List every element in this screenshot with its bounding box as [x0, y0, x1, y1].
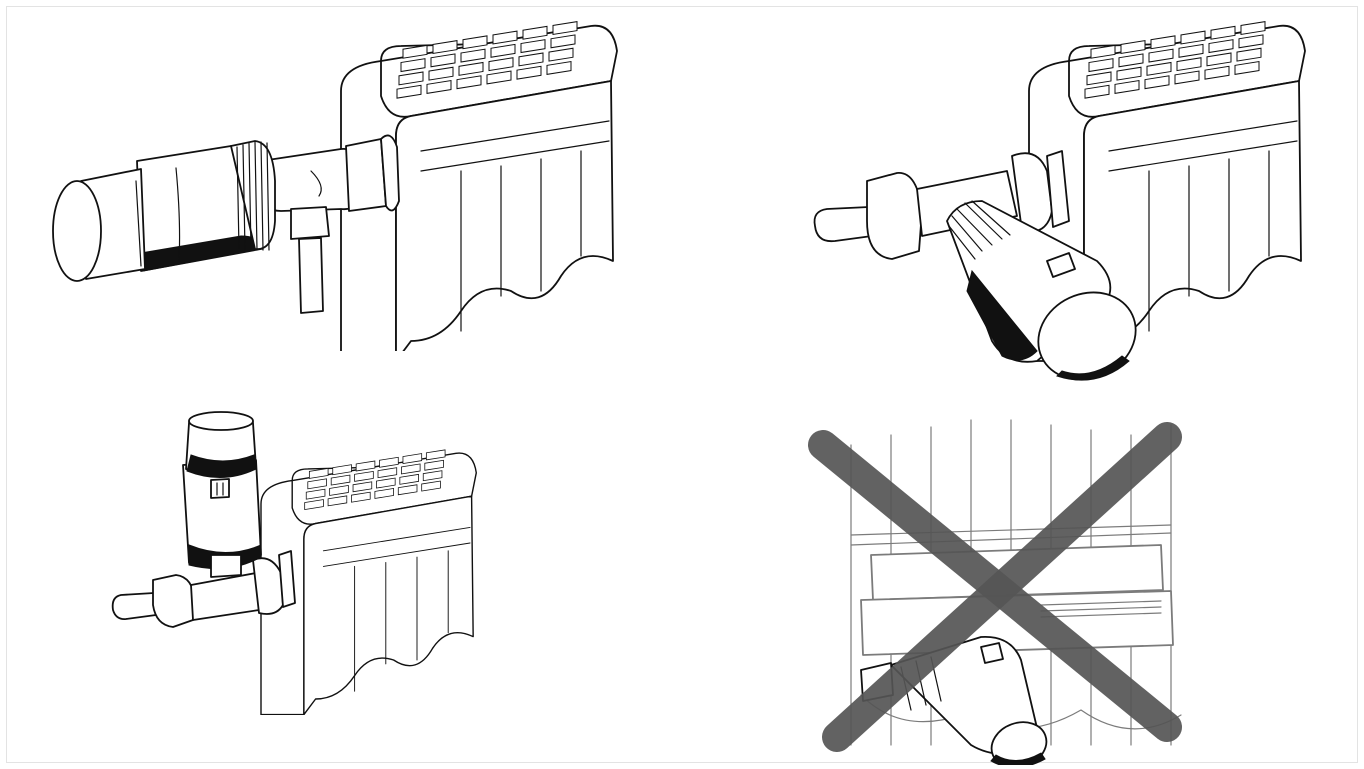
panel-valve-vertical-head: [111, 405, 491, 715]
cross-icon: [808, 422, 1182, 752]
valve-body: [111, 550, 296, 628]
thermostatic-head: [946, 200, 1137, 381]
panel-valve-downward-head-incorrect: [801, 415, 1191, 765]
thermostatic-head: [182, 411, 262, 578]
radiator-vertical-valve-illustration: [111, 411, 477, 715]
radiator-downward-valve-illustration: [808, 419, 1182, 765]
radiator-angled-valve-illustration: [813, 21, 1306, 381]
thermostatic-head: [52, 140, 276, 282]
panel-valve-horizontal-head: [41, 21, 641, 351]
figure-frame: [6, 6, 1358, 765]
radiator-horizontal-valve-illustration: [52, 21, 618, 351]
valve-body: [260, 134, 400, 314]
panel-valve-angled-head: [807, 21, 1347, 381]
